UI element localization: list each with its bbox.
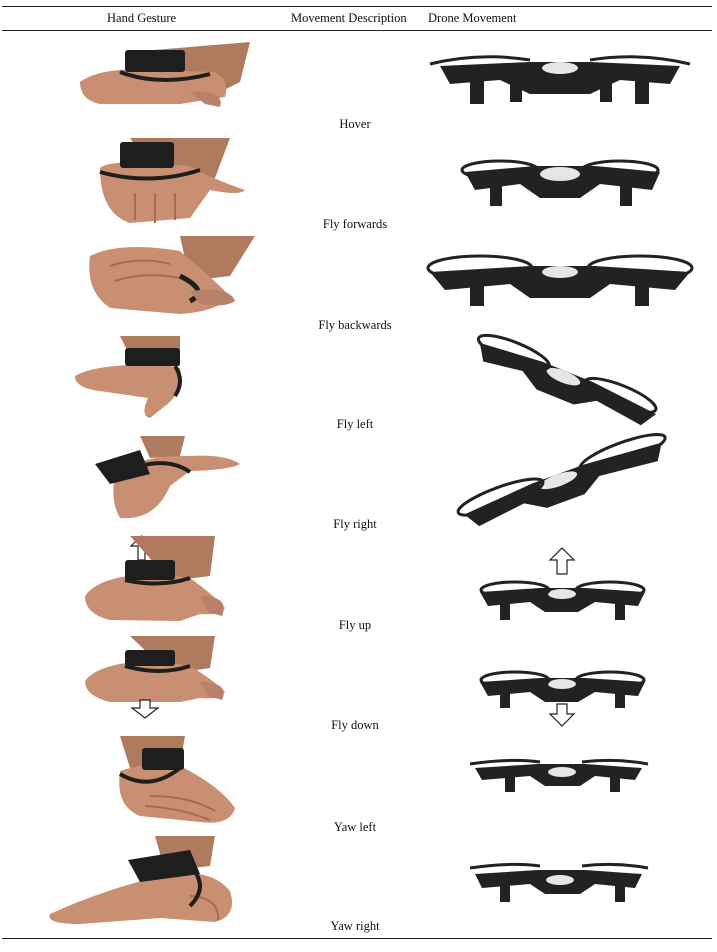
hand-gesture-photo — [40, 42, 270, 132]
table-row: Fly down — [0, 636, 717, 736]
movement-description: Fly left — [336, 417, 374, 431]
table-row: Fly forwards — [0, 136, 717, 236]
header-movement-description: Movement Description — [291, 11, 407, 25]
table-row: Fly backwards — [0, 236, 717, 336]
table-row: Yaw left — [0, 736, 717, 836]
table-row: Yaw right — [0, 836, 717, 936]
hand-gesture-photo — [40, 736, 270, 826]
drone-photo — [420, 846, 700, 936]
hand-gesture-photo — [40, 535, 270, 626]
header-drone-movement: Drone Movement — [428, 11, 517, 25]
hand-gesture-photo — [40, 836, 270, 926]
table-row: Hover — [0, 36, 717, 136]
movement-description: Fly backwards — [318, 318, 392, 332]
drone-photo — [420, 44, 700, 134]
down-arrow-icon — [548, 703, 576, 727]
table-bottom-rule — [2, 938, 712, 940]
hand-gesture-photo — [40, 138, 270, 228]
movement-description: Yaw right — [330, 919, 380, 933]
header-hand-gesture: Hand Gesture — [107, 11, 177, 25]
hand-gesture-photo — [40, 436, 270, 526]
drone-photo — [420, 142, 700, 232]
movement-description: Yaw left — [333, 820, 377, 834]
hand-gesture-photo — [40, 236, 270, 326]
hand-gesture-photo — [40, 336, 270, 426]
movement-description: Fly up — [338, 618, 372, 632]
drone-photo — [420, 244, 700, 334]
up-arrow-icon — [548, 547, 576, 575]
down-arrow-icon — [130, 699, 160, 719]
movement-description: Fly forwards — [322, 217, 388, 231]
movement-description: Fly right — [333, 517, 377, 531]
hand-gesture-photo — [40, 636, 270, 726]
table-row: Fly right — [0, 433, 717, 536]
drone-photo — [420, 740, 700, 830]
movement-description: Fly down — [331, 718, 379, 732]
drone-photo — [420, 433, 700, 530]
table-top-rule — [2, 6, 712, 8]
drone-photo — [420, 333, 700, 430]
drone-photo — [420, 547, 700, 642]
table-row: Fly up — [0, 535, 717, 636]
movement-description: Hover — [339, 117, 371, 131]
table-row: Fly left — [0, 333, 717, 436]
table-header-rule — [2, 30, 712, 31]
drone-photo — [420, 638, 700, 728]
